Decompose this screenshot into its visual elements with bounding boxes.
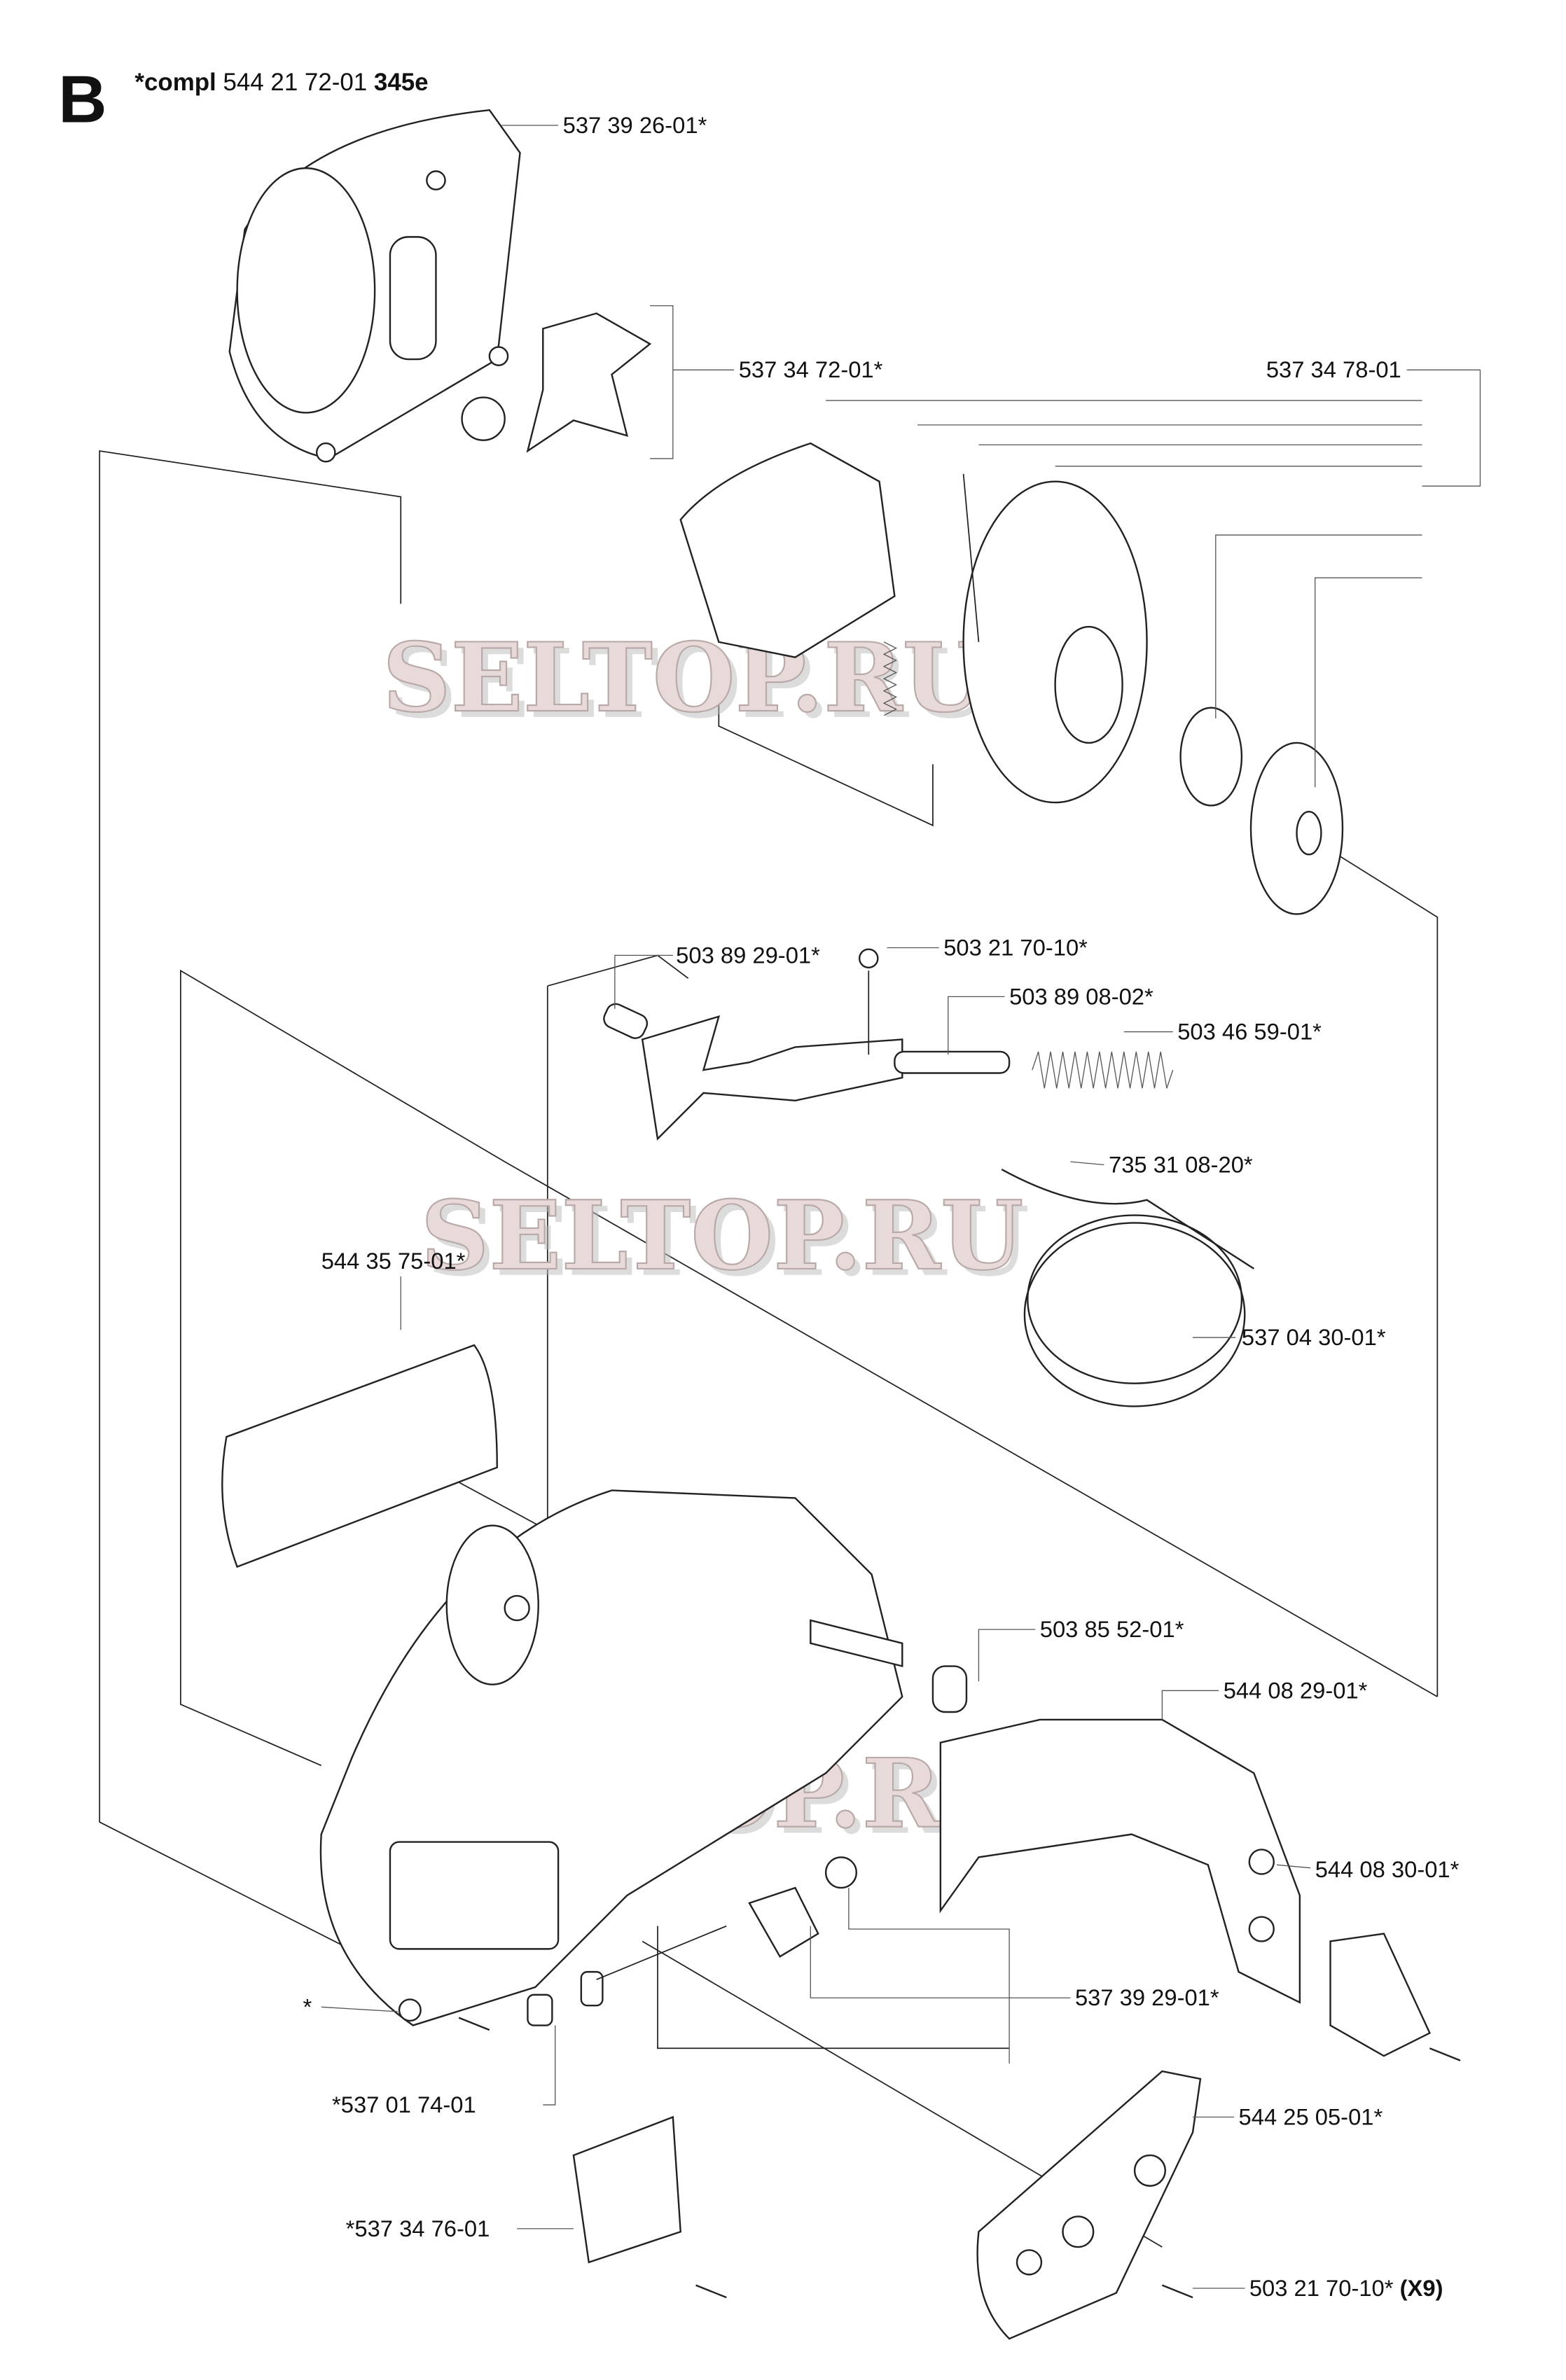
part-label: 537 39 26-01*	[563, 112, 707, 138]
chain-guard-part	[939, 1718, 1432, 2057]
part-label: 544 08 30-01*	[1315, 1856, 1460, 1882]
compl-number: 544 21 72-01	[223, 69, 367, 96]
star-wheel-part	[461, 312, 652, 453]
part-label: 537 34 72-01*	[739, 356, 883, 382]
brake-band-part	[1001, 1168, 1255, 1407]
part-label: 544 08 29-01*	[1224, 1677, 1368, 1703]
guide-plate-part	[976, 2070, 1202, 2340]
assembly-lines	[99, 450, 1439, 2248]
section-letter: B	[58, 62, 106, 137]
small-parts	[458, 1619, 1461, 2299]
svg-text:SELTOP.RU: SELTOP.RU	[421, 1180, 1024, 1291]
part-label: 503 46 59-01*	[1177, 1018, 1322, 1044]
part-label: 503 89 29-01*	[676, 942, 820, 968]
part-label: 544 35 75-01*	[321, 1248, 466, 1274]
part-label: *537 01 74-01	[332, 2092, 476, 2117]
leader-lines	[321, 125, 1481, 2289]
clutch-housing-part	[679, 442, 1344, 915]
part-label: 503 85 52-01*	[1040, 1616, 1184, 1642]
part-label: 503 21 70-10* (X9)	[1249, 2275, 1443, 2301]
part-label: *	[303, 1993, 312, 2019]
compl-prefix: *compl	[134, 69, 216, 96]
part-label: 503 21 70-10*	[943, 934, 1088, 960]
part-label: 537 04 30-01*	[1242, 1324, 1386, 1350]
quantity-label: (X9)	[1400, 2275, 1443, 2301]
part-label: *537 34 76-01	[346, 2215, 490, 2241]
part-label: 503 89 08-02*	[1009, 983, 1153, 1009]
svg-text:SELTOP.RU: SELTOP.RU	[382, 622, 985, 733]
part-label: 735 31 08-20*	[1109, 1151, 1253, 1177]
part-label: 544 25 05-01*	[1239, 2103, 1383, 2129]
part-label: 537 39 29-01*	[1075, 1984, 1219, 2010]
svg-text:SELTOP.RU: SELTOP.RU	[389, 628, 992, 739]
assembly-title: *compl 544 21 72-01 345e	[134, 69, 428, 96]
clutch-cover-part	[319, 1489, 903, 2026]
part-label: 537 34 78-01	[1266, 356, 1401, 382]
decal-part	[221, 1344, 498, 1568]
starter-cover-part	[228, 109, 521, 463]
brake-mechanism-part	[603, 948, 1174, 1141]
svg-text:SELTOP.RU: SELTOP.RU	[427, 1186, 1030, 1297]
model-name: 345e	[374, 69, 429, 96]
part-labels: 537 39 26-01* 537 34 72-01* 537 34 78-01…	[303, 112, 1460, 2301]
